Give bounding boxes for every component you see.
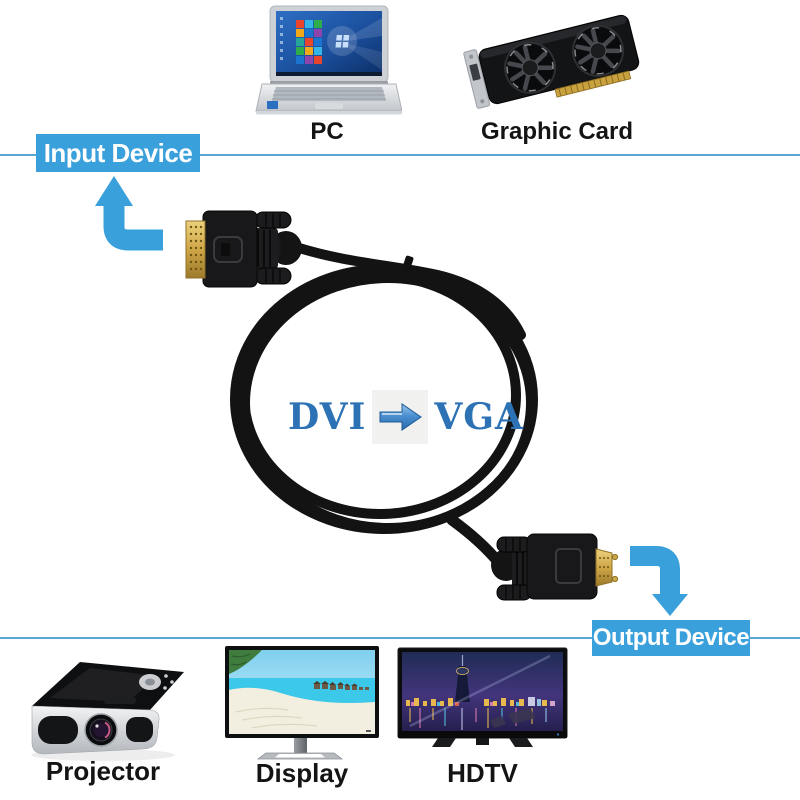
- input-device-label: Input Device: [36, 134, 200, 172]
- monitor-icon: [225, 646, 379, 760]
- projector-caption: Projector: [45, 756, 161, 786]
- output-arrow-icon: [630, 546, 688, 616]
- graphic-card-caption: Graphic Card: [480, 118, 634, 145]
- logo-source-text: DVI: [288, 396, 367, 438]
- logo-target-text: VGA: [434, 396, 524, 438]
- hdtv-image: [390, 644, 575, 756]
- cable-coil: [230, 242, 538, 570]
- graphic-card-image: [462, 0, 652, 118]
- gpu-icon: [463, 14, 640, 109]
- tv-icon: [397, 647, 568, 747]
- pc-image: [252, 4, 403, 118]
- hdtv-caption: HDTV: [447, 758, 518, 788]
- cable-tie: [402, 255, 414, 272]
- display-image: [222, 642, 382, 760]
- projector-icon: [31, 662, 184, 761]
- laptop-icon: [255, 5, 403, 115]
- display-caption: Display: [255, 758, 349, 788]
- dvi-to-vga-logo: DVI VGA: [288, 388, 524, 446]
- pc-caption: PC: [310, 118, 344, 145]
- input-guide-line: [0, 154, 800, 156]
- vga-connector: [491, 533, 619, 601]
- projector-image: [8, 650, 198, 762]
- right-arrow-icon: [372, 390, 429, 444]
- output-guide-line: [0, 637, 800, 639]
- output-device-label: Output Device: [592, 620, 750, 656]
- input-arrow-icon: [95, 176, 163, 251]
- dvi-connector: [185, 210, 302, 288]
